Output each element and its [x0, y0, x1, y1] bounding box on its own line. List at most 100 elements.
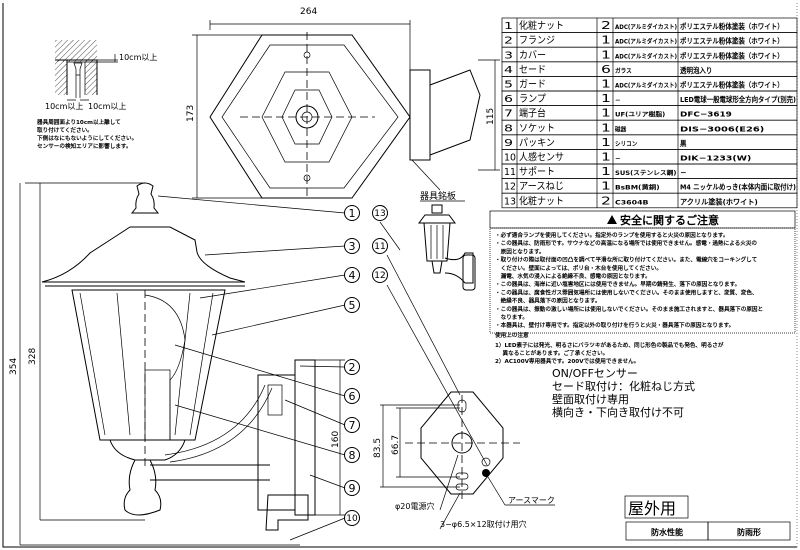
- cell-finish: ポリエステル粉体塗装（ホワイト）: [680, 51, 784, 60]
- callout-7: 7: [344, 417, 360, 433]
- cell-qty: 2: [601, 194, 611, 207]
- side-mount-view: 115 器具銘板: [409, 59, 500, 202]
- nameplate-label: 器具銘板: [420, 190, 456, 202]
- dim-depth: 173: [186, 105, 196, 122]
- callout-3: 3: [344, 238, 360, 254]
- clearance-right-label: 10cm以上: [88, 102, 126, 111]
- cell-no: 5: [504, 80, 513, 91]
- safety-line: 絶縁不良、器具落下の原因となります。: [495, 297, 601, 305]
- cell-qty: 1: [601, 165, 611, 178]
- cell-material: ADC(アルミダイカスト): [615, 23, 677, 31]
- svg-text:5: 5: [349, 299, 356, 312]
- cell-finish: DIK−1233(W): [680, 154, 751, 163]
- cell-finish: アクリル塗装(ホワイト): [680, 197, 758, 206]
- svg-text:9: 9: [349, 482, 356, 495]
- cell-no: 12: [504, 182, 516, 193]
- cell-finish: DFC−3619: [680, 110, 732, 119]
- callout-4: 4: [344, 267, 360, 283]
- cell-material: ADC(アルミダイカスト): [615, 52, 677, 60]
- svg-text:横向き・下向き取付け不可: 横向き・下向き取付け不可: [552, 405, 684, 419]
- cell-finish: 黒: [680, 139, 687, 148]
- cell-material: シリコン: [615, 141, 637, 148]
- cell-qty: 2: [601, 19, 611, 32]
- safety-line: ・必ず適合ランプを使用してください。指定外のランプを使用すると火災の原因となりま…: [495, 231, 729, 239]
- cell-no: 1: [504, 21, 513, 32]
- safety-title: 安全に関するご注意: [620, 213, 719, 227]
- cell-qty: 6: [601, 63, 611, 76]
- svg-text:2: 2: [349, 361, 356, 374]
- cell-material: C3604B: [615, 199, 649, 206]
- svg-text:センサーの検知エリアに影響します。: センサーの検知エリアに影響します。: [37, 142, 132, 150]
- lamp-elevation: 354 328 160: [9, 182, 345, 546]
- dim-total-height: 354: [9, 358, 19, 375]
- cell-name: 化粧ナット: [519, 194, 564, 207]
- cell-name: セード: [519, 64, 546, 76]
- spec-list: ON/OFFセンサー セード取付け：化粧ねじ方式 壁面取付け専用 横向き・下向き…: [552, 367, 695, 419]
- waterproof-label: 防水性能: [651, 527, 683, 537]
- safety-line: ・この器具は、海岸に近い塩害地区には使用できません。早期の錆発生、落下の原因とな…: [495, 280, 740, 288]
- svg-text:壁面取付け専用: 壁面取付け専用: [552, 392, 629, 406]
- svg-text:4: 4: [349, 269, 356, 282]
- cell-qty: 1: [601, 107, 611, 120]
- power-hole-label: φ20電源穴: [395, 501, 434, 511]
- cell-name: ランプ: [519, 93, 546, 105]
- cell-no: 11: [504, 167, 516, 178]
- cell-qty: 1: [601, 92, 611, 105]
- cell-no: 2: [504, 36, 513, 47]
- cell-no: 3: [504, 50, 513, 61]
- safety-section: 安全に関するご注意 ・必ず適合ランプを使用してください。指定外のランプを使用する…: [489, 210, 796, 334]
- cell-finish: ポリエステル粉体塗装（ホワイト）: [680, 22, 784, 31]
- usage-notes-title: 使用上の注意: [494, 331, 529, 339]
- svg-text:6: 6: [349, 390, 356, 403]
- callout-11: 11: [372, 238, 388, 254]
- cell-name: フランジ: [519, 35, 555, 47]
- dim-body-height: 328: [28, 348, 38, 365]
- frame: [2, 3, 797, 548]
- cell-finish: M4 ニッケルめっき(本体内面に取付け): [680, 183, 796, 192]
- leader-lines: [157, 195, 488, 541]
- callout-13: 13: [372, 205, 388, 221]
- rating-box: 屋外用 防水性能 防雨形: [624, 495, 791, 541]
- cell-finish: 透明泡入り: [680, 66, 712, 75]
- waterproof-value: 防雨形: [737, 527, 761, 537]
- mounting-plate: 83.5 66.7 φ20電源穴 3−φ6.5×12取付け用穴 アースマーク: [373, 391, 555, 530]
- safety-line: なります。: [495, 313, 528, 321]
- lamp-perspective: [418, 204, 476, 291]
- cell-finish: ポリエステル粉体塗装（ホワイト）: [680, 81, 784, 90]
- cell-name: ソケット: [519, 122, 555, 134]
- cell-finish: −: [680, 168, 686, 177]
- cell-finish: ポリエステル粉体塗装（ホワイト）: [680, 37, 784, 46]
- callout-1: 1: [344, 205, 360, 221]
- svg-text:12: 12: [374, 271, 385, 281]
- cell-name: サポート: [519, 166, 555, 178]
- cell-material: −: [615, 156, 621, 163]
- cell-qty: 1: [601, 151, 611, 164]
- safety-line: 原因となります。: [495, 247, 545, 255]
- svg-text:1）LED素子には発光、明るさにバラツキがあるため、同じ形色: 1）LED素子には発光、明るさにバラツキがあるため、同じ形色の製品でも発色、明る…: [495, 341, 724, 349]
- callout-6: 6: [344, 388, 360, 404]
- cell-no: 6: [504, 94, 513, 105]
- top-view: 264 173: [186, 7, 411, 200]
- svg-text:セード取付け：化粧ねじ方式: セード取付け：化粧ねじ方式: [552, 379, 695, 393]
- safety-line: ください。壁面によっては、ポリ台・木台を使用してください。: [495, 264, 662, 272]
- earth-mark-label: アースマーク: [508, 496, 555, 505]
- cell-qty: 1: [601, 34, 611, 47]
- svg-text:13: 13: [374, 209, 385, 219]
- safety-line: ・取り付けの際は取付面の凹凸を調べて平滑な所に取り付けてください。また、電線穴を…: [495, 256, 758, 264]
- cell-material: −: [615, 97, 621, 104]
- dim-hole-inner: 66.7: [391, 435, 401, 455]
- svg-text:取り付けてください。: 取り付けてください。: [37, 126, 93, 134]
- cell-material: ADC(アルミダイカスト): [615, 82, 677, 90]
- cell-no: 10: [504, 153, 516, 164]
- dim-hole-outer: 83.5: [373, 438, 383, 458]
- callouts: 1 3 4 5 2 6 7 8 9 10 13 11 12: [344, 205, 388, 526]
- callout-5: 5: [344, 297, 360, 313]
- mount-holes-label: 3−φ6.5×12取付け用穴: [440, 519, 527, 529]
